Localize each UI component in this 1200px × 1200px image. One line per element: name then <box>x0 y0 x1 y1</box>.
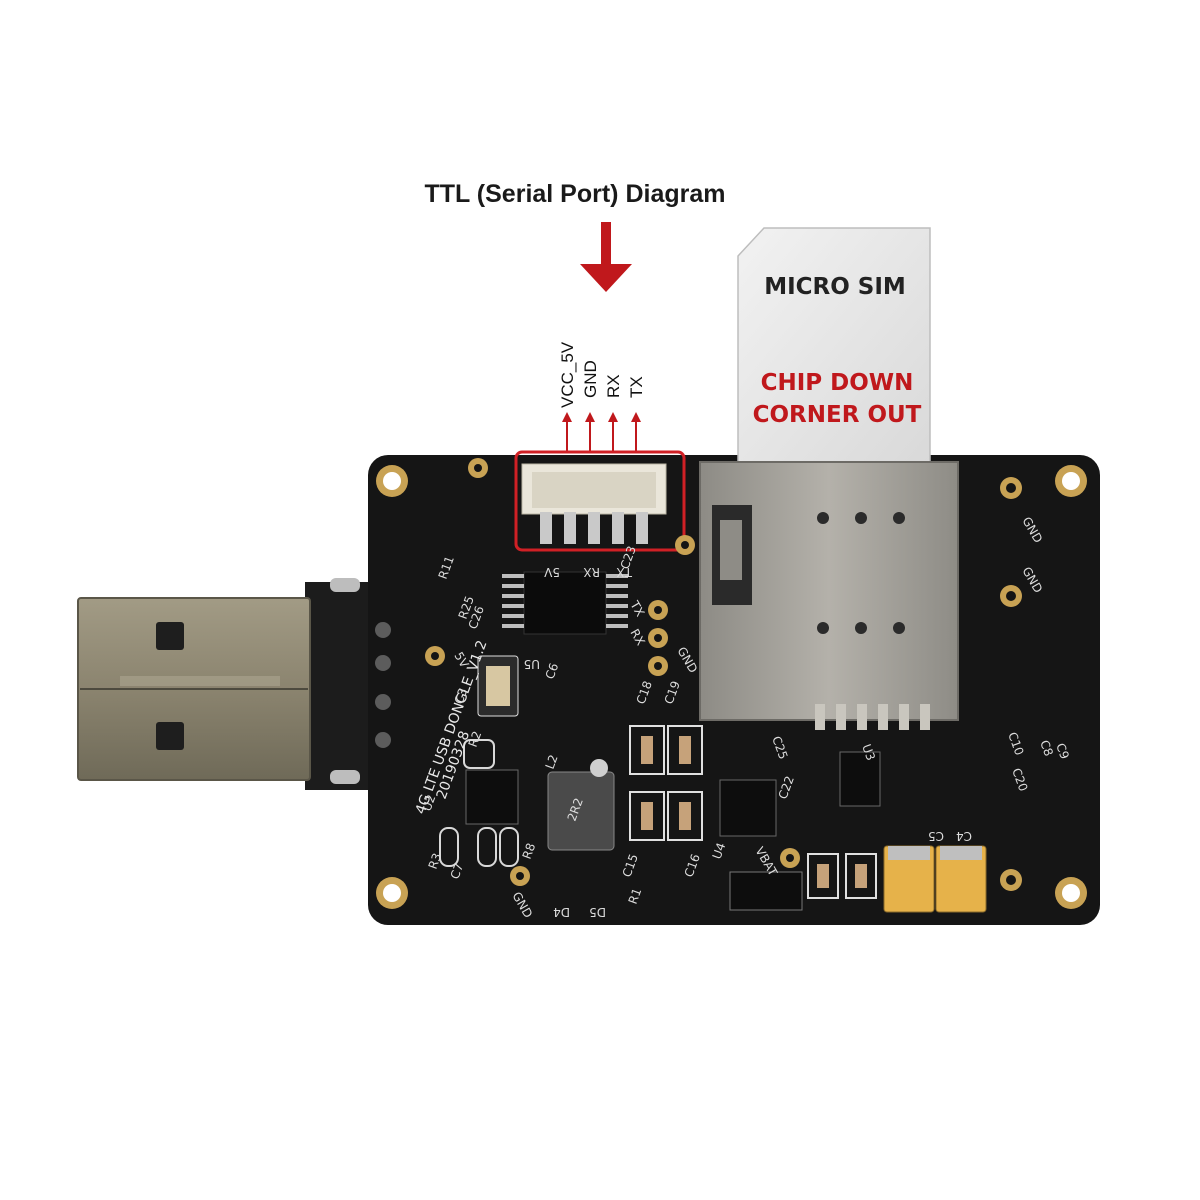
component-ref-c4: C4 <box>956 829 972 843</box>
diagram-title: TTL (Serial Port) Diagram <box>424 180 726 208</box>
down-arrow-icon <box>580 222 632 292</box>
pin-label-gnd: GND <box>581 360 600 398</box>
sim-slot <box>699 461 959 730</box>
sim-instruction-line1: CHIP DOWN <box>760 370 914 396</box>
component-ref-c8: C8 <box>1037 738 1056 758</box>
pin-label-tx: TX <box>627 376 646 398</box>
tantalum-capacitors <box>883 845 987 913</box>
capacitor-pads <box>629 725 877 899</box>
component-ref-d4: D4 <box>553 905 570 919</box>
component-ref-c3: C3 <box>452 686 471 706</box>
component-ref-c9: C9 <box>1053 741 1072 761</box>
pin-label-vcc: VCC_5V <box>558 341 577 408</box>
component-ref-c7: C7 <box>448 861 467 881</box>
pin-label-rx: RX <box>604 374 623 398</box>
component-ref-r3: R3 <box>426 851 445 871</box>
header-label: TX <box>616 565 633 579</box>
header-silkscreen: 5V RX TX <box>543 565 633 579</box>
chips <box>465 571 881 911</box>
usb-connector <box>77 578 380 790</box>
component-ref-u4: U4 <box>710 841 729 861</box>
component-ref-r2: R2 <box>466 729 485 749</box>
component-ref-l2: L2 <box>543 753 561 771</box>
component-ref-c5: C5 <box>928 829 944 843</box>
component-ref-u2: U2 <box>420 793 439 813</box>
pin-arrows <box>562 412 641 452</box>
component-ref-u3: U3 <box>859 742 878 762</box>
test-pads <box>375 458 1022 891</box>
ttl-highlight-box <box>514 450 686 552</box>
component-ref-r8: R8 <box>520 841 539 861</box>
component-ref-u5: U5 <box>524 657 540 671</box>
components-small <box>641 736 867 888</box>
component-ref-d5: D5 <box>589 905 606 919</box>
component-ref-r1: R1 <box>626 886 645 906</box>
header-label: 5V <box>543 565 560 579</box>
sim-instruction-line2: CORNER OUT <box>752 402 922 428</box>
component-ref-c6: C6 <box>543 661 562 681</box>
sim-card-label: MICRO SIM <box>764 274 906 300</box>
resistor-pads <box>439 739 519 867</box>
header-label: RX <box>583 565 600 579</box>
ttl-header <box>521 463 667 544</box>
